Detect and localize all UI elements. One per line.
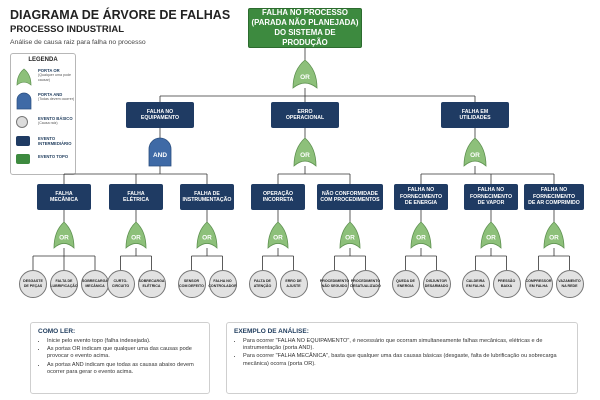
how-to-read-item: As portas AND indicam que todas as causa… (47, 362, 207, 376)
how-to-read-title: COMO LER: (38, 328, 76, 335)
and-gate-icon (148, 137, 172, 167)
legend: LEGENDA PORTA OR(Qualquer uma pode causa… (10, 53, 76, 175)
or-gate-icon (480, 221, 502, 249)
page-description: Análise de causa raiz para falha no proc… (10, 39, 146, 46)
or-gate-icon (339, 221, 361, 249)
or-gate-icon (463, 137, 487, 167)
example-panel: EXEMPLO DE ANÁLISE: Para ocorrer "FALHA … (226, 322, 578, 394)
fault-tree-diagram: OR AND OR OR OR OR OR OR OR OR OR OR (32, 48, 570, 270)
and-gate-icon (16, 92, 32, 110)
basic-event-icon (16, 116, 28, 128)
gate-label: OR (273, 235, 283, 242)
gate-label: OR (300, 152, 310, 159)
page-subtitle: PROCESSO INDUSTRIAL (10, 24, 125, 35)
or-gate-icon (267, 221, 289, 249)
page-title: DIAGRAMA DE ÁRVORE DE FALHAS (10, 8, 231, 22)
or-gate-icon (543, 221, 565, 249)
legend-item-label: EVENTO TOPO (38, 154, 69, 159)
or-gate-icon (16, 68, 32, 86)
legend-item-label: PORTA AND(Todas devem ocorrer) (38, 92, 75, 101)
legend-title: LEGENDA (28, 57, 58, 63)
how-to-read-item: As portas OR indicam que qualquer uma da… (47, 346, 207, 360)
example-item: Para ocorrer "FALHA NO EQUIPAMENTO", é n… (243, 338, 573, 352)
example-title: EXEMPLO DE ANÁLISE: (234, 328, 309, 335)
gate-label: OR (300, 74, 310, 81)
gate-label: OR (470, 152, 480, 159)
gate-label: OR (345, 235, 355, 242)
or-gate-icon (292, 59, 318, 89)
gate-label: AND (153, 152, 167, 159)
gate-label: OR (416, 235, 426, 242)
intermediate-event-icon (16, 136, 30, 146)
top-event-icon (16, 154, 30, 164)
or-gate-icon (293, 137, 317, 167)
how-to-read-item: Inicie pelo evento topo (falha indesejad… (47, 338, 207, 345)
how-to-read-panel: COMO LER: Inicie pelo evento topo (falha… (30, 322, 210, 394)
basic-event: CURTO-CIRCUITO (106, 270, 135, 298)
top-event: FALHA NO PROCESSO(PARADA NÃO PLANEJADA)D… (248, 8, 362, 48)
and-gate-icon (16, 92, 32, 110)
gate-label: OR (131, 235, 141, 242)
legend-item-label: PORTA OR(Qualquer uma pode causar) (38, 68, 71, 82)
gate-label: OR (59, 235, 69, 242)
example-item: Para ocorrer "FALHA MECÂNICA", basta que… (243, 353, 573, 367)
or-gate-icon (53, 221, 75, 249)
gate-label: OR (202, 235, 212, 242)
or-gate-icon (125, 221, 147, 249)
or-gate-icon (196, 221, 218, 249)
legend-item-label: EVENTO INTERMEDIÁRIO (38, 136, 72, 146)
gate-label: OR (549, 235, 559, 242)
legend-item-label: EVENTO BÁSICO(Causa raiz) (38, 116, 73, 125)
or-gate-icon (16, 68, 32, 86)
or-gate-icon (410, 221, 432, 249)
gate-label: OR (486, 235, 496, 242)
top-event-label: FALHA NO PROCESSO(PARADA NÃO PLANEJADA)D… (251, 8, 359, 47)
